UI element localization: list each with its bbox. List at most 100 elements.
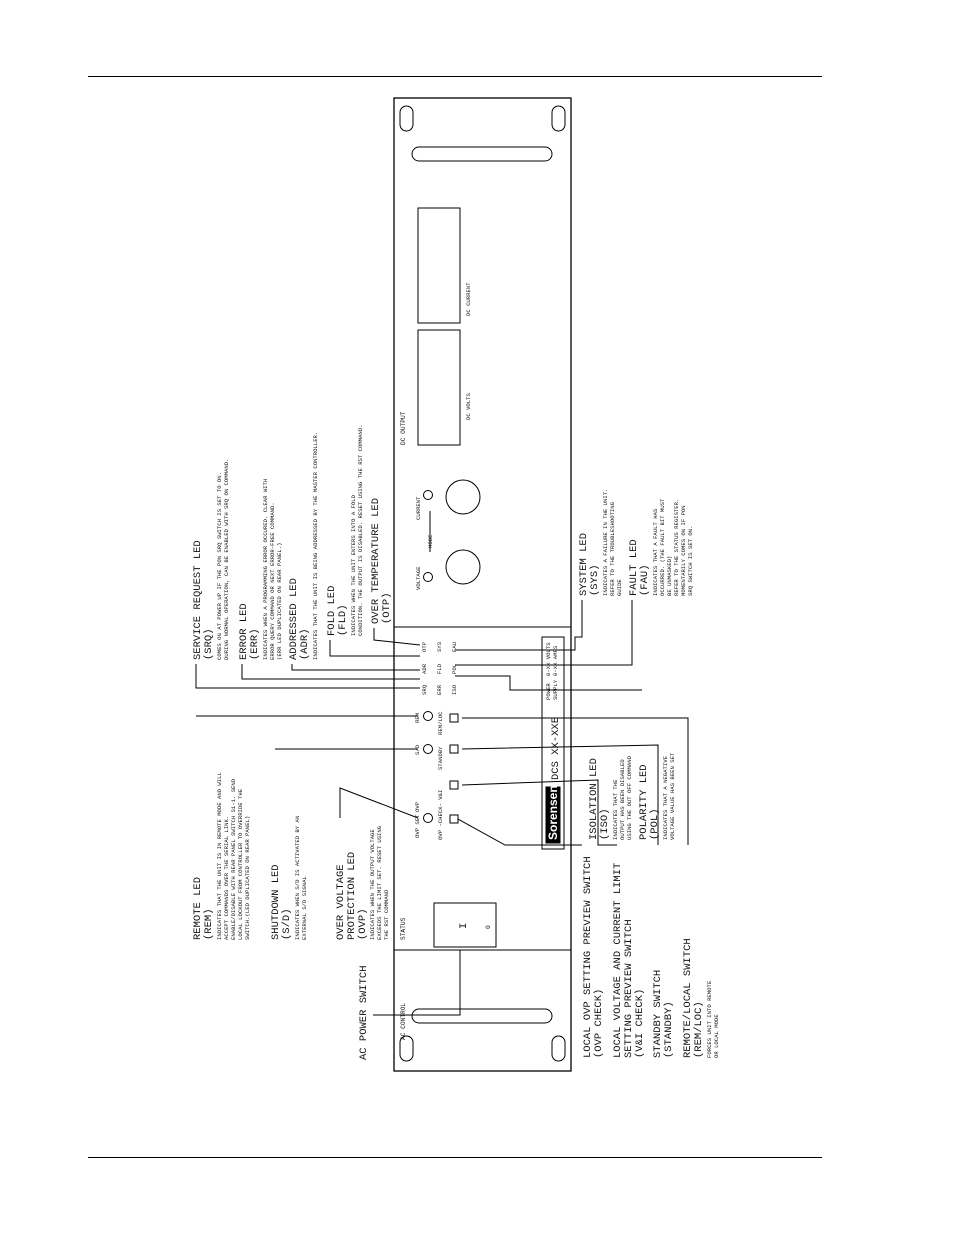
srq-callout-title: SERVICE REQUEST LED [192,540,204,660]
fau-callout-desc-4: REFER TO THE STATUS REGISTER. [673,499,680,596]
fau-callout-desc-1: INDICATES THAT A FAULT HAS [652,508,659,596]
fau-callout-code: (FAU) [639,564,651,596]
rem-callout-desc-2: ACCEPT COMMANDS OVER THE SERIAL LINK. [223,816,230,940]
ac-power-switch[interactable] [433,902,497,948]
dc-volts-label: DC VOLTS [465,393,472,420]
brand-box [541,636,565,850]
fau-label: FAU [451,642,458,652]
voltage-label: VOLTAGE [415,566,422,590]
current-knob[interactable] [445,479,481,515]
fau-callout-desc-6: SRQ SWITCH IS SET ON. [687,526,694,597]
ovp-check-switch[interactable] [449,814,459,824]
adr-callout-code: (ADR) [299,628,311,660]
voltage-knob[interactable] [445,549,481,585]
otp-callout-title: OVER TEMPERATURE LED [370,498,382,624]
current-label: CURRENT [415,496,422,520]
srq-label: SRQ [421,684,428,695]
otp-label: OTP [421,641,428,652]
ovp-callout-code: (OVP) [357,908,369,940]
handle-slot-top [411,146,553,162]
fau-callout-title: FAULT LED [628,539,640,596]
iso-callout-desc-1: INDICATES THAT THE [612,779,619,840]
adr-callout-title: ADDRESSED LED [288,578,300,660]
dc-current-label: DC CURRENT [465,282,472,316]
adr-callout-desc-1: INDICATES THAT THE UNIT IS BEING ADDRESS… [312,432,319,660]
rem-loc-callout-desc-1: FORCES UNIT INTO REMOTE [706,980,713,1058]
ovp-check-vi-label: OVP -CHECK- V&I [437,790,444,840]
iso-callout-desc-2: OUTPUT HAS BEEN DISABLED [619,759,626,840]
ovp-callout-title-2: PROTECTION LED [346,852,358,940]
ovp-callout-desc-3: THE RST COMMAND [383,889,390,940]
standby-switch-label: STANDBY [437,746,444,770]
fau-callout-desc-3: BE UNMASKED) [666,556,673,596]
mount-hole-tl [399,105,414,132]
sd-led [423,744,433,754]
rem-loc-callout-desc-2: OR LOCAL MODE [713,1014,720,1058]
sys-callout-code: (SYS) [589,564,601,596]
err-callout-desc-1: INDICATES WHEN A PROGRAMMING ERROR OCCUR… [262,479,269,660]
leader-lines [195,600,689,1016]
srq-callout-desc-1: COMES ON AT POWER UP IF THE PON SRQ SWIT… [216,472,223,660]
standby-callout-code: (STANDBY) [663,1001,675,1058]
iso-label: ISO [451,684,458,695]
err-label: ERR [436,684,443,695]
dc-current-display [417,207,461,324]
ovp-preview-callout-code: (OVP CHECK) [593,989,605,1058]
err-callout-desc-2: ERROR QUERY COMMAND OR NEXT ERROR-FREE C… [269,502,276,660]
current-mode-led [423,490,433,500]
brand-plate [545,786,561,844]
brand-logo: Sorensen [546,785,560,840]
rating-amps-label: 0-XX AMPS [552,645,559,676]
status-label: STATUS [400,917,407,940]
fld-label: FLD [436,663,443,674]
rating-volts-label: 0-XX VOLTS [545,642,552,676]
sys-callout-desc-1: INDICATES A FAILURE IN THE UNIT. [602,489,609,596]
sd-callout-desc-2: EXTERNAL S/D SIGNAL [301,876,308,940]
iso-callout-title: ISOLATION LED [588,758,600,840]
rem-callout-desc-1: INDICATES THAT THE UNIT IS IN REMOTE MOD… [216,772,223,940]
err-callout-desc-3: (ERR LED DUPLICATED ON REAR PANEL.) [276,543,283,661]
vi-check-switch[interactable] [449,780,459,790]
sd-callout-title: SHUTDOWN LED [270,864,282,940]
rem-led-label: REM [414,713,421,723]
ac-control-label: AC CONTROL [400,1003,407,1040]
mount-hole-tr [551,105,566,132]
sys-callout-desc-2: REFER TO THE TROUBLESHOOTING [609,501,616,596]
sd-callout-code: (S/D) [281,908,293,940]
fau-callout-desc-2: OCCURRED. (THE FAULT BIT MUST [659,498,666,596]
ovp-led-label: OVP [414,801,421,812]
pol-callout-desc-1: INDICATES THAT A NEGATIVE [662,755,669,840]
standby-switch[interactable] [449,744,459,754]
rem-loc-switch[interactable] [449,713,459,723]
rem-loc-switch-label: REM/LOC [437,711,444,735]
rem-callout-title: REMOTE LED [192,877,204,940]
iso-callout-code: (ISO) [599,808,611,840]
ac-power-callout-title: AC POWER SWITCH [358,965,370,1060]
rem-callout-desc-3: ENABLE/DISABLE WITH REAR PANEL SWITCH S1… [230,778,237,940]
pol-callout-desc-2: VOLTAGE VALUE HAS BEEN SET [669,752,676,840]
voltage-mode-led [423,572,433,582]
ovp-callout-desc-2: EXCEEDS THE LIMIT SET. RESET USING [376,825,383,940]
adr-label: ADR [421,663,428,674]
rem-led [423,711,433,721]
fld-callout-desc-2: CONDITION. THE OUTPUT IS DISABLED. RESET… [357,425,364,636]
ovp-set-label: OVP SET [414,814,421,838]
srq-callout-desc-2: DURING NORMAL OPERATION, CAN BE ENABLED … [223,459,230,660]
rem-callout-code: (REM) [203,908,215,940]
rem-loc-callout-code: (REM/LOC) [693,1001,705,1058]
vi-preview-callout-title-1: LOCAL VOLTAGE AND CURRENT LIMIT [612,863,624,1058]
rem-callout-desc-5: SWITCH.(LED DUPLICATED ON REAR PANEL) [244,816,251,940]
fld-callout-title: FOLD LED [326,586,338,636]
fld-callout-desc-1: INDICATES WHEN THE UNIT ENTERS INTO A FO… [350,494,357,636]
ovp-callout-desc-1: INDICATES WHEN THE OUTPUT VOLTAGE [369,829,376,940]
pol-callout-title: POLARITY LED [638,764,650,840]
switch-off-mark: 0 [485,925,492,929]
power-label: POWER [545,683,552,700]
switch-on-mark: I [458,923,470,929]
mode-label: MODE [427,534,434,548]
err-callout-title: ERROR LED [238,603,250,660]
otp-callout-code: (OTP) [381,592,393,624]
fld-callout-code: (FLD) [337,604,349,636]
iso-callout-desc-3: USING THE OUT OFF COMMAND [626,755,633,840]
